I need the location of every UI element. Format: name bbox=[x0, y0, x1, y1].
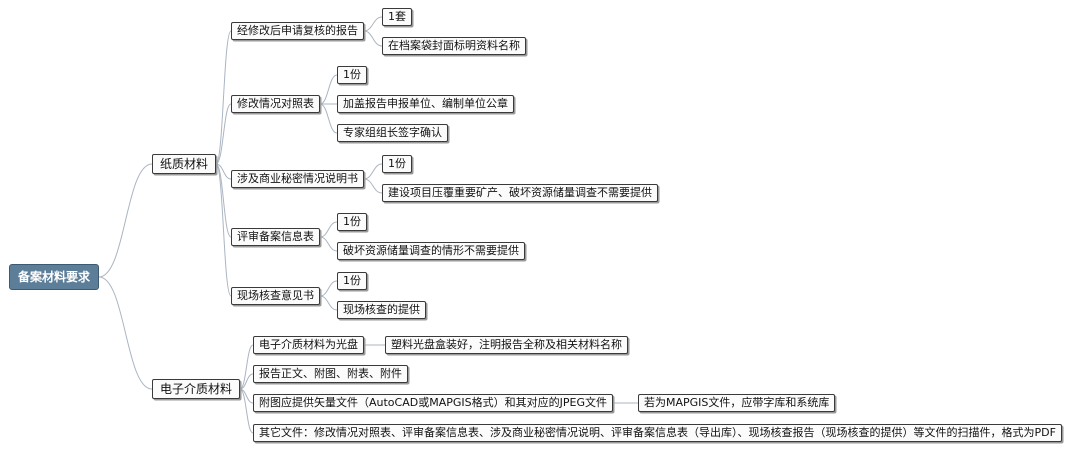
paper-item-2[interactable]: 修改情况对照表 bbox=[231, 95, 320, 113]
connector-2 bbox=[98, 276, 153, 390]
paper-item-4[interactable]: 评审备案信息表 bbox=[231, 228, 320, 246]
electronic-item-3[interactable]: 附图应提供矢量文件（AutoCAD或MAPGIS格式）和其对应的JPEG文件 bbox=[253, 394, 613, 412]
connector-20 bbox=[239, 373, 254, 390]
paper-item-3-sub-1[interactable]: 1份 bbox=[382, 155, 412, 173]
paper-item-2-sub-2[interactable]: 加盖报告申报单位、编制单位公章 bbox=[337, 95, 514, 113]
connector-14 bbox=[363, 178, 383, 194]
paper-item-4-sub-1[interactable]: 1份 bbox=[337, 213, 367, 231]
paper-item-3-sub-2[interactable]: 建设项目压覆重要矿产、破坏资源储量调查不需要提供 bbox=[382, 184, 658, 202]
paper-item-2-sub-1[interactable]: 1份 bbox=[337, 66, 367, 84]
electronic-item-1[interactable]: 电子介质材料为光盘 bbox=[253, 336, 364, 354]
connector-15 bbox=[319, 221, 338, 238]
electronic-item-1-sub-1[interactable]: 塑料光盘盒装好，注明报告全称及相关材料名称 bbox=[385, 336, 628, 354]
electronic-item-4[interactable]: 其它文件：修改情况对照表、评审备案信息表、涉及商业秘密情况说明、评审备案信息表（… bbox=[253, 424, 1062, 442]
connector-12 bbox=[319, 103, 338, 134]
connector-5 bbox=[215, 163, 232, 180]
connector-6 bbox=[215, 163, 232, 238]
connector-3 bbox=[215, 30, 232, 165]
paper-item-3[interactable]: 涉及商业秘密情况说明书 bbox=[231, 170, 364, 188]
paper-item-1-sub-2[interactable]: 在档案袋封面标明资料名称 bbox=[382, 37, 526, 55]
branch-electronic[interactable]: 电子介质材料 bbox=[152, 379, 241, 399]
connector-17 bbox=[319, 280, 338, 297]
connector-19 bbox=[239, 344, 254, 390]
paper-item-2-sub-3[interactable]: 专家组组长签字确认 bbox=[337, 124, 448, 142]
branch-paper[interactable]: 纸质材料 bbox=[152, 154, 217, 174]
connector-16 bbox=[319, 236, 338, 252]
paper-item-1[interactable]: 经修改后申请复核的报告 bbox=[231, 22, 364, 40]
connector-7 bbox=[215, 163, 232, 297]
connector-22 bbox=[239, 388, 254, 434]
root-node[interactable]: 备案材料要求 bbox=[9, 264, 99, 290]
paper-item-5[interactable]: 现场核查意见书 bbox=[231, 287, 320, 305]
paper-item-1-sub-1[interactable]: 1套 bbox=[382, 8, 412, 26]
connector-13 bbox=[363, 163, 383, 180]
connector-4 bbox=[215, 103, 232, 165]
paper-item-4-sub-2[interactable]: 破坏资源储量调查的情形不需要提供 bbox=[337, 242, 525, 260]
connector-8 bbox=[363, 16, 383, 32]
connector-18 bbox=[319, 295, 338, 311]
paper-item-5-sub-1[interactable]: 1份 bbox=[337, 272, 367, 290]
electronic-item-3-sub-1[interactable]: 若为MAPGIS文件，应带字库和系统库 bbox=[638, 394, 836, 412]
connector-1 bbox=[98, 163, 153, 278]
paper-item-5-sub-2[interactable]: 现场核查的提供 bbox=[337, 301, 426, 319]
electronic-item-2[interactable]: 报告正文、附图、附表、附件 bbox=[253, 365, 408, 383]
connector-9 bbox=[363, 30, 383, 47]
connector-10 bbox=[319, 74, 338, 105]
